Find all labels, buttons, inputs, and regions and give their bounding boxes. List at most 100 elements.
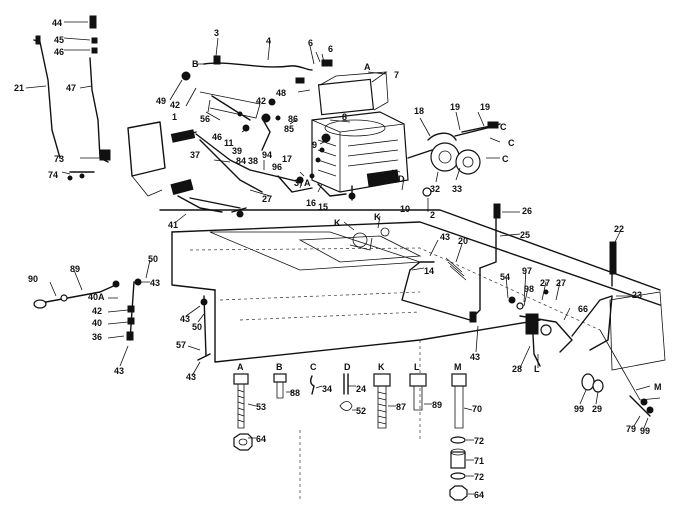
label-96: 96 (272, 162, 282, 172)
label-74: 74 (48, 170, 58, 180)
hardware-labels: A B C D K L M 53 64 88 34 24 52 87 89 70… (237, 362, 484, 500)
left-linkage (33, 278, 211, 361)
label-19b: 19 (480, 102, 490, 112)
hw-label-52: 52 (356, 406, 366, 416)
hw-label-m: M (454, 362, 462, 372)
label-6a: 6 (308, 38, 313, 48)
hw-label-k: K (378, 362, 385, 372)
label-11: 11 (224, 138, 234, 148)
label-47: 47 (66, 83, 76, 93)
label-21: 21 (14, 83, 24, 93)
label-98: 98 (524, 284, 534, 294)
label-6b: 6 (328, 44, 333, 54)
label-42b: 42 (256, 96, 266, 106)
label-43c: 43 (114, 366, 124, 376)
label-27b: 27 (540, 278, 550, 288)
label-43b: 43 (150, 278, 160, 288)
label-b-top: B (192, 59, 199, 69)
label-90: 90 (28, 274, 38, 284)
hw-label-64a: 64 (256, 434, 266, 444)
label-m-main: M (654, 382, 662, 392)
label-49: 49 (156, 96, 166, 106)
label-k-b: K (374, 212, 381, 222)
label-42a: 42 (170, 100, 180, 110)
hw-label-64b: 64 (474, 490, 484, 500)
label-40A: 40A (88, 292, 105, 302)
label-18: 18 (414, 106, 424, 116)
label-26: 26 (522, 206, 532, 216)
label-43f: 43 (470, 352, 480, 362)
label-c-b: C (508, 138, 515, 148)
label-84: 84 (236, 156, 246, 166)
label-20: 20 (458, 236, 468, 246)
label-27a: 27 (262, 194, 272, 204)
label-89: 89 (70, 264, 80, 274)
label-46b: 46 (212, 132, 222, 142)
label-27c: 27 (556, 278, 566, 288)
label-43d: 43 (186, 372, 196, 382)
label-9: 9 (312, 140, 317, 150)
label-1: 1 (172, 112, 177, 122)
hw-label-88: 88 (290, 388, 300, 398)
label-97: 97 (522, 266, 532, 276)
label-23: 23 (632, 290, 642, 300)
label-a-top: A (364, 62, 371, 72)
label-86: 86 (288, 114, 298, 124)
label-17: 17 (282, 154, 292, 164)
pedal-rod-assembly (170, 91, 347, 218)
label-42c: 42 (92, 306, 102, 316)
hw-label-72b: 72 (474, 472, 484, 482)
hw-label-24: 24 (356, 384, 366, 394)
label-44: 44 (52, 18, 62, 28)
label-4: 4 (266, 36, 271, 46)
label-39: 39 (232, 146, 242, 156)
leader-lines (25, 21, 651, 495)
label-57: 57 (176, 340, 186, 350)
label-38: 38 (248, 156, 258, 166)
label-16: 16 (306, 198, 316, 208)
label-54: 54 (500, 272, 510, 282)
lift-levers (33, 15, 111, 181)
label-99a: 99 (574, 404, 584, 414)
hw-label-71: 71 (474, 456, 484, 466)
callout-labels: 44 45 46 21 47 73 74 3 4 B 6 6 A 7 48 42… (14, 18, 662, 436)
label-2: 2 (430, 210, 435, 220)
center-rods (401, 203, 501, 323)
label-50b: 50 (192, 322, 202, 332)
hw-label-89: 89 (432, 400, 442, 410)
hw-label-70: 70 (472, 404, 482, 414)
label-43a: 43 (440, 232, 450, 242)
hw-label-d: D (344, 362, 351, 372)
hw-label-34: 34 (322, 384, 332, 394)
label-73: 73 (54, 154, 64, 164)
label-19a: 19 (450, 102, 460, 112)
label-37: 37 (190, 150, 200, 160)
label-8: 8 (342, 112, 347, 122)
label-48: 48 (276, 88, 286, 98)
right-linkage (508, 241, 654, 417)
label-45: 45 (54, 35, 64, 45)
pulley-assembly (407, 121, 501, 197)
label-c-a: C (500, 122, 507, 132)
label-7: 7 (394, 70, 399, 80)
label-46: 46 (54, 47, 64, 57)
hw-label-53: 53 (256, 402, 266, 412)
label-15: 15 (318, 202, 328, 212)
hw-label-a: A (237, 362, 244, 372)
hw-label-72a: 72 (474, 436, 484, 446)
label-3: 3 (214, 28, 219, 38)
hw-label-b: B (276, 362, 283, 372)
label-41: 41 (168, 220, 178, 230)
label-33: 33 (452, 184, 462, 194)
label-37A: 37A (294, 178, 311, 188)
label-99b: 99 (640, 426, 650, 436)
label-d-top: D (398, 174, 405, 184)
label-50a: 50 (148, 254, 158, 264)
control-cable (181, 45, 333, 84)
label-43e: 43 (180, 314, 190, 324)
label-79: 79 (626, 424, 636, 434)
label-25: 25 (520, 230, 530, 240)
hardware-row (233, 373, 468, 501)
label-14: 14 (424, 266, 434, 276)
